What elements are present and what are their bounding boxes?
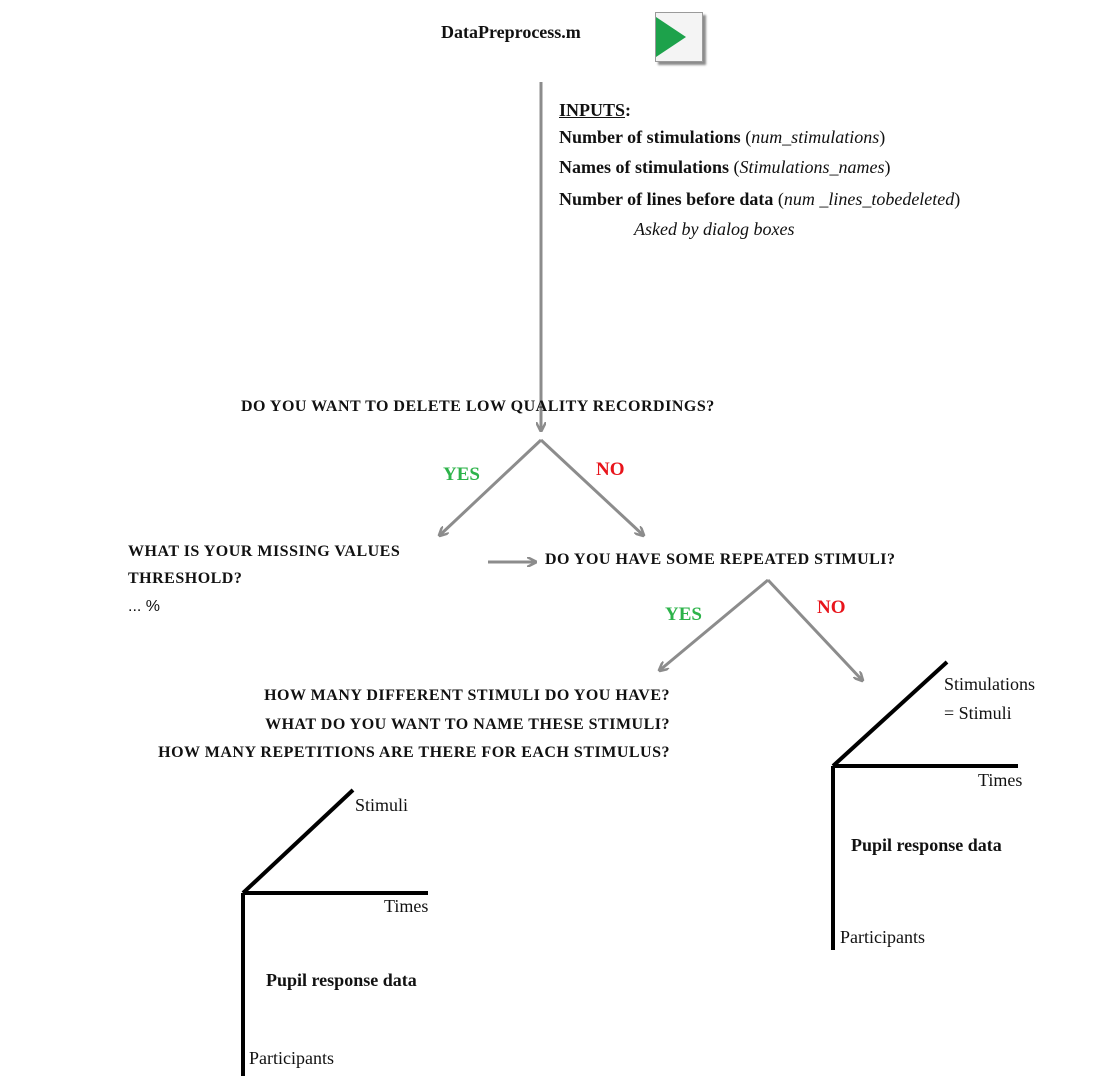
left-cube-stimuli-label: Stimuli [355, 795, 409, 815]
run-button[interactable] [655, 12, 703, 62]
left-cube-participants-label: Participants [249, 1048, 334, 1068]
inputs-note: Asked by dialog boxes [634, 219, 795, 239]
delete-yes-label: YES [443, 464, 480, 485]
left-cube-depth-axis [241, 788, 355, 895]
input-lines-before-data: Number of lines before data (num _lines_… [559, 189, 961, 209]
question-stimuli-count: HOW MANY DIFFERENT STIMULI DO YOU HAVE? [264, 687, 670, 704]
delete-no-arrow [539, 438, 643, 535]
repeated-yes-label: YES [665, 604, 702, 625]
question-threshold-line2: THRESHOLD? [128, 570, 243, 587]
input-stimulation-names: Names of stimulations (Stimulations_name… [559, 157, 891, 177]
question-threshold-line1: WHAT IS YOUR MISSING VALUES [128, 543, 401, 560]
play-icon [656, 17, 686, 57]
question-delete-low-quality: DO YOU WANT TO DELETE LOW QUALITY RECORD… [241, 398, 715, 415]
repeated-no-label: NO [817, 597, 846, 618]
right-cube-times-label: Times [978, 770, 1023, 790]
right-cube-depth-axis [831, 660, 949, 768]
left-cube-times-label: Times [384, 896, 429, 916]
right-cube-equals-stimuli-label: = Stimuli [944, 703, 1012, 723]
question-repetitions: HOW MANY REPETITIONS ARE THERE FOR EACH … [158, 744, 670, 761]
delete-yes-arrow [440, 438, 543, 535]
inputs-heading: INPUTS: [559, 100, 632, 120]
input-num-stimulations: Number of stimulations (num_stimulations… [559, 127, 886, 147]
delete-no-label: NO [596, 459, 625, 480]
right-cube-stimulations-label: Stimulations [944, 674, 1036, 694]
left-cube-center-label: Pupil response data [266, 970, 417, 990]
repeated-yes-arrow [660, 578, 769, 670]
right-cube-center-label: Pupil response data [851, 835, 1002, 855]
threshold-value: ... % [128, 598, 161, 615]
right-cube-participants-label: Participants [840, 927, 925, 947]
question-repeated-stimuli: DO YOU HAVE SOME REPEATED STIMULI? [545, 551, 896, 568]
script-name: DataPreprocess.m [441, 22, 581, 42]
question-stimuli-names: WHAT DO YOU WANT TO NAME THESE STIMULI? [265, 716, 670, 733]
repeated-no-arrow [766, 578, 862, 680]
